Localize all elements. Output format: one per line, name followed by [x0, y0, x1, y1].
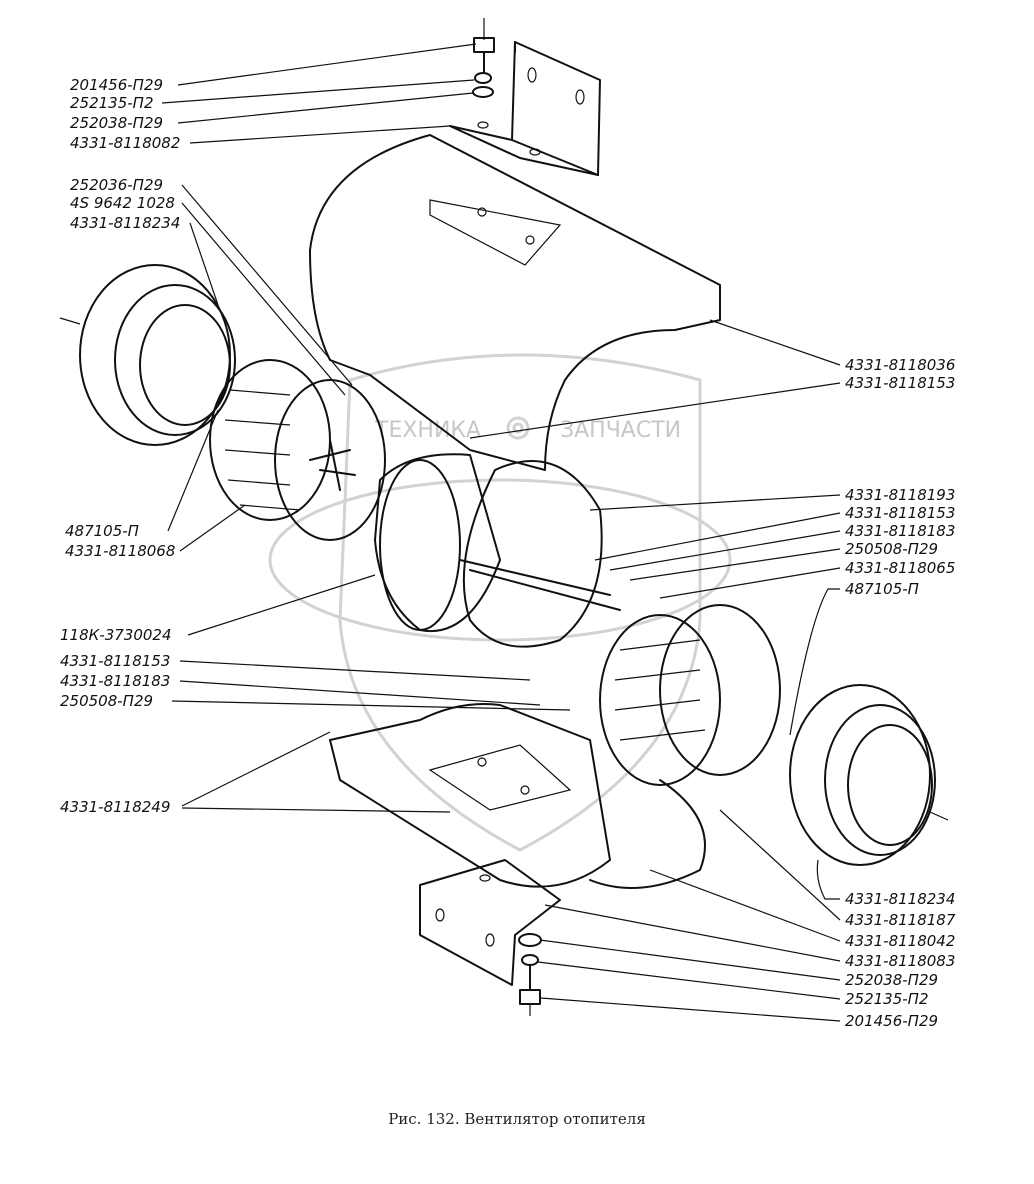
right-ring	[789, 684, 949, 866]
watermark-left-text: ТЕХНИКА	[374, 418, 481, 443]
part-label: 4331-8118065	[845, 559, 955, 577]
part-label: 4331-8118153	[60, 652, 170, 670]
part-label: 4331-8118083	[845, 952, 955, 970]
part-label: 4331-8118153	[845, 374, 955, 392]
gear-icon	[506, 416, 530, 440]
left-ring	[59, 264, 236, 446]
part-label: 4331-8118153	[845, 504, 955, 522]
part-label: 118К-3730024	[60, 626, 172, 644]
part-label: 4331-8118249	[60, 798, 170, 816]
part-label: 4331-8118187	[845, 911, 956, 929]
bottom-bracket	[419, 859, 561, 986]
part-label: 252135-П2	[70, 94, 154, 112]
part-label: 4S 9642 1028	[70, 194, 175, 212]
part-label: 201456-П29	[845, 1012, 938, 1030]
lower-housing	[329, 703, 706, 889]
shield-logo-icon	[338, 353, 702, 852]
part-label: 487105-П	[65, 522, 139, 540]
part-label: 250508-П29	[845, 540, 938, 558]
part-label: 250508-П29	[60, 692, 153, 710]
leader-lines-right	[469, 319, 841, 1022]
part-label: 4331-8118082	[70, 134, 180, 152]
part-label: 4331-8118193	[845, 486, 955, 504]
leader-lines-left	[161, 43, 571, 813]
part-label: 252135-П2	[845, 990, 929, 1008]
top-bracket	[449, 41, 601, 176]
motor	[374, 453, 621, 648]
top-bolt-stack	[472, 18, 495, 98]
left-impeller	[209, 359, 386, 541]
part-label: 4331-8118042	[845, 932, 955, 950]
part-label: 252038-П29	[70, 114, 163, 132]
upper-housing	[309, 134, 721, 471]
part-label: 4331-8118234	[845, 890, 955, 908]
part-label: 252036-П29	[70, 176, 163, 194]
part-label: 4331-8118068	[65, 542, 175, 560]
part-label: 201456-П29	[70, 76, 163, 94]
labels-left: 201456-П29 252135-П2 252038-П29 4331-811…	[60, 76, 180, 816]
part-label: 4331-8118183	[845, 522, 955, 540]
part-label: 252038-П29	[845, 971, 938, 989]
part-label: 4331-8118183	[60, 672, 170, 690]
figure-caption: Рис. 132. Вентилятор отопителя	[388, 1110, 646, 1128]
part-label: 4331-8118234	[70, 214, 180, 232]
labels-right: 4331-8118036 4331-8118153 4331-8118193 4…	[845, 356, 956, 1030]
part-label: 4331-8118036	[845, 356, 955, 374]
right-impeller	[599, 604, 781, 786]
bottom-bolt-stack	[518, 933, 542, 1016]
part-label: 487105-П	[845, 580, 919, 598]
